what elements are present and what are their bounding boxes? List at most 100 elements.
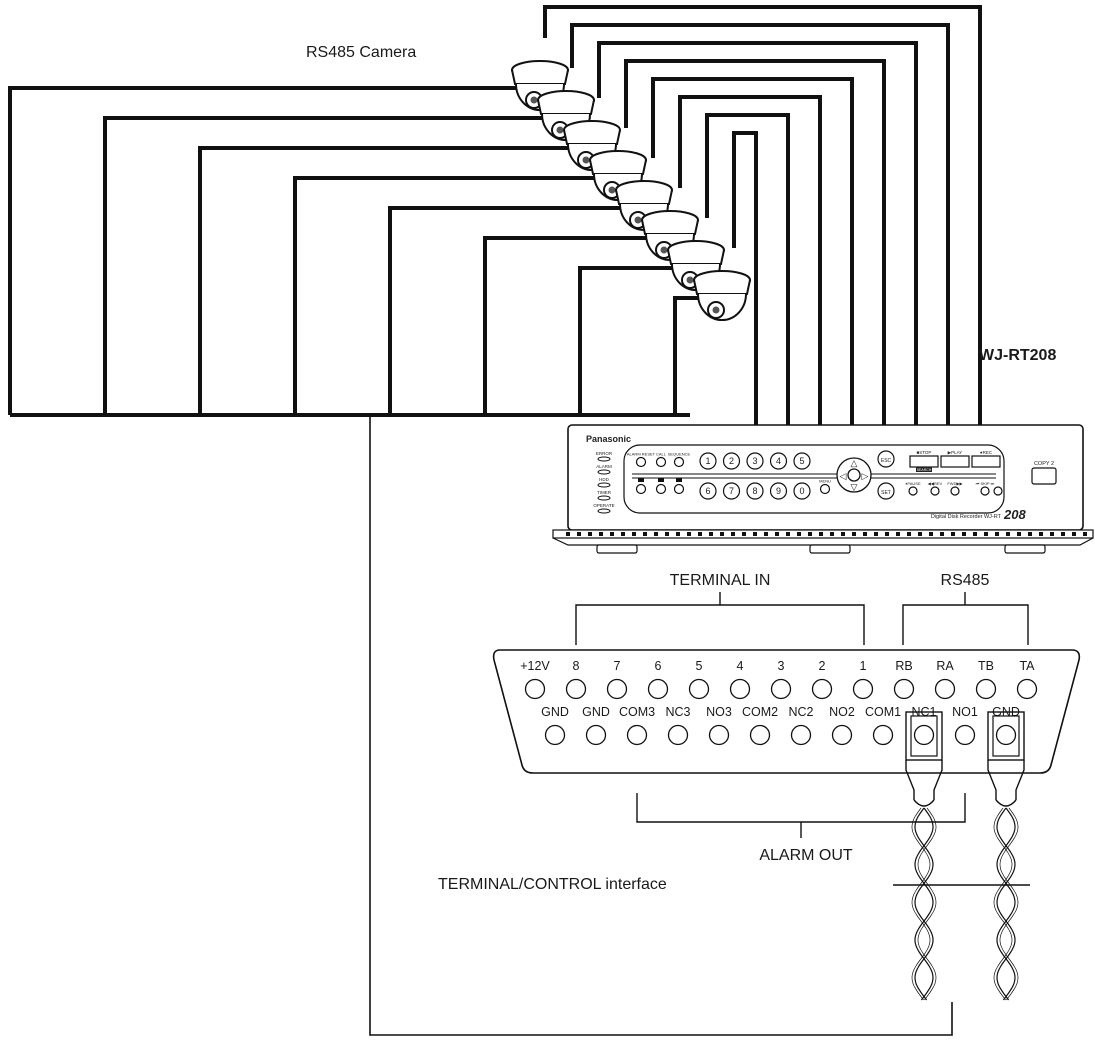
multiscreen-icon (676, 478, 682, 482)
camera-label: RS485 Camera (306, 44, 416, 61)
rec-button[interactable] (971, 455, 1001, 468)
digit-button-5[interactable] (793, 452, 811, 470)
camera-cable-left (198, 146, 572, 415)
digit-button-9[interactable] (769, 482, 788, 500)
rev-button[interactable] (930, 486, 940, 496)
pin-label-top: TB (978, 659, 994, 673)
recorder-foot (1004, 544, 1046, 554)
esc-button-label: ESC (881, 458, 892, 464)
set-button[interactable] (877, 482, 895, 500)
plug-neck (987, 760, 1025, 800)
interface-label: TERMINAL/CONTROL interface (438, 876, 667, 893)
pin-label-bottom: NC3 (665, 705, 690, 719)
connector-pin (647, 678, 669, 700)
pin-label-top: 8 (573, 659, 580, 673)
camera-cable-left (103, 116, 546, 415)
front-panel (623, 444, 1005, 514)
plug-end (995, 799, 1017, 807)
digit-button-7-label: 7 (729, 486, 734, 496)
camera-lens-icon (686, 276, 694, 284)
arrow-down-icon: ▽ (851, 482, 858, 492)
terminal-in-label: TERMINAL IN (670, 572, 771, 589)
search-label: SEARCH (917, 468, 932, 472)
arrow-left-icon: ◁ (840, 471, 847, 481)
connector-pin (995, 724, 1017, 746)
plug-clip-inner (992, 715, 1020, 757)
plug-clip (987, 711, 1025, 761)
menu-button[interactable] (819, 483, 831, 495)
connector-pin (1016, 678, 1038, 700)
camera-cable-right (732, 131, 758, 425)
alarm-out-bracket (636, 793, 966, 823)
alarm-reset-button[interactable] (635, 456, 647, 468)
multiscreen-button-3[interactable] (673, 483, 685, 495)
digit-button-1[interactable] (699, 452, 717, 470)
connector-pin (544, 724, 566, 746)
digit-button-3-label: 3 (752, 456, 757, 466)
camera-cable-right (678, 95, 822, 425)
connector-pin (954, 724, 976, 746)
connector-pin (585, 724, 607, 746)
connector-pin (913, 724, 935, 746)
call-button[interactable] (655, 456, 667, 468)
model-text: Digital Disk Recorder WJ-RT (931, 514, 1002, 520)
skip-forward-button[interactable] (993, 486, 1003, 496)
pin-label-bottom: NO3 (706, 705, 732, 719)
camera-cable-right (543, 5, 982, 425)
pin-label-bottom: COM2 (742, 705, 778, 719)
digit-button-4[interactable] (769, 452, 788, 470)
pin-label-bottom: COM1 (865, 705, 901, 719)
digit-button-6[interactable] (699, 482, 717, 500)
connector-pin (893, 678, 915, 700)
pin-label-bottom: NC2 (788, 705, 813, 719)
camera-cable-right (705, 113, 790, 425)
led-label: ALARM (596, 464, 612, 469)
arrow-right-icon: ▷ (862, 471, 869, 481)
fwd-button[interactable] (950, 486, 960, 496)
pin-label-top: +12V (520, 659, 550, 673)
connector-pin (872, 724, 894, 746)
call-button-label: CALL (656, 452, 667, 457)
twisted-pair-cables (911, 807, 1019, 1001)
stop-button[interactable] (909, 455, 939, 468)
connector-pin (606, 678, 628, 700)
copy-slot[interactable] (1031, 467, 1057, 485)
digit-button-2[interactable] (722, 452, 741, 470)
digit-button-8[interactable] (746, 482, 764, 500)
skip-button[interactable] (980, 486, 990, 496)
digit-button-7[interactable] (722, 482, 741, 500)
sequence-button[interactable] (673, 456, 685, 468)
connector-pin (975, 678, 997, 700)
camera-cable-right (624, 59, 886, 425)
plug-clip (905, 711, 943, 761)
recorder-base-edge (552, 537, 1094, 546)
connector-pin (811, 678, 833, 700)
digit-button-6-label: 6 (705, 486, 710, 496)
plug-neck (905, 760, 943, 800)
connector-pin (667, 724, 689, 746)
play-button[interactable] (940, 455, 970, 468)
esc-button[interactable] (877, 450, 895, 468)
plug-end (913, 799, 935, 807)
camera-lens-icon (530, 96, 538, 104)
digit-button-3[interactable] (746, 452, 764, 470)
pause-button[interactable] (908, 486, 918, 496)
multiscreen-button-1[interactable] (635, 483, 647, 495)
model-label: WJ-RT208 (979, 347, 1056, 364)
pin-label-top: RB (895, 659, 912, 673)
rs485-label: RS485 (941, 572, 990, 589)
digit-button-0[interactable] (793, 482, 811, 500)
multiscreen-button-2[interactable] (655, 483, 667, 495)
connector-pin (934, 678, 956, 700)
jog-center-button[interactable] (847, 468, 861, 482)
terminal-in-bracket (575, 604, 865, 645)
pin-label-bottom: NO2 (829, 705, 855, 719)
digit-button-4-label: 4 (776, 456, 781, 466)
pin-label-top: 5 (696, 659, 703, 673)
pin-label-top: TA (1019, 659, 1035, 673)
camera-cable-left (8, 86, 520, 415)
camera-lens-icon (634, 216, 642, 224)
led-label: OPERATE (593, 503, 614, 508)
control-wire (369, 415, 953, 1036)
